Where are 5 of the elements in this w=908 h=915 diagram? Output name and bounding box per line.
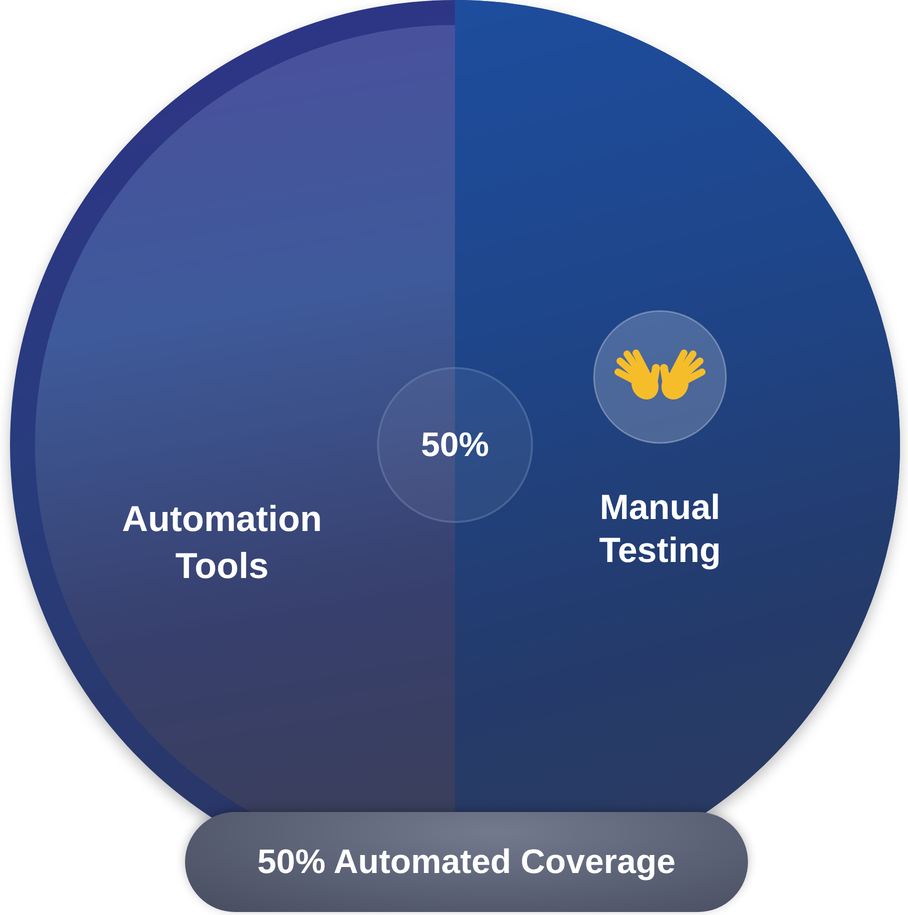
percentage-label: 50% xyxy=(420,425,490,466)
coverage-pill xyxy=(185,812,748,912)
section-title: Manual Testing xyxy=(598,487,722,572)
coverage-label: 50% Automated Coverage xyxy=(256,842,677,883)
section-title: Automation Tools xyxy=(121,497,323,588)
